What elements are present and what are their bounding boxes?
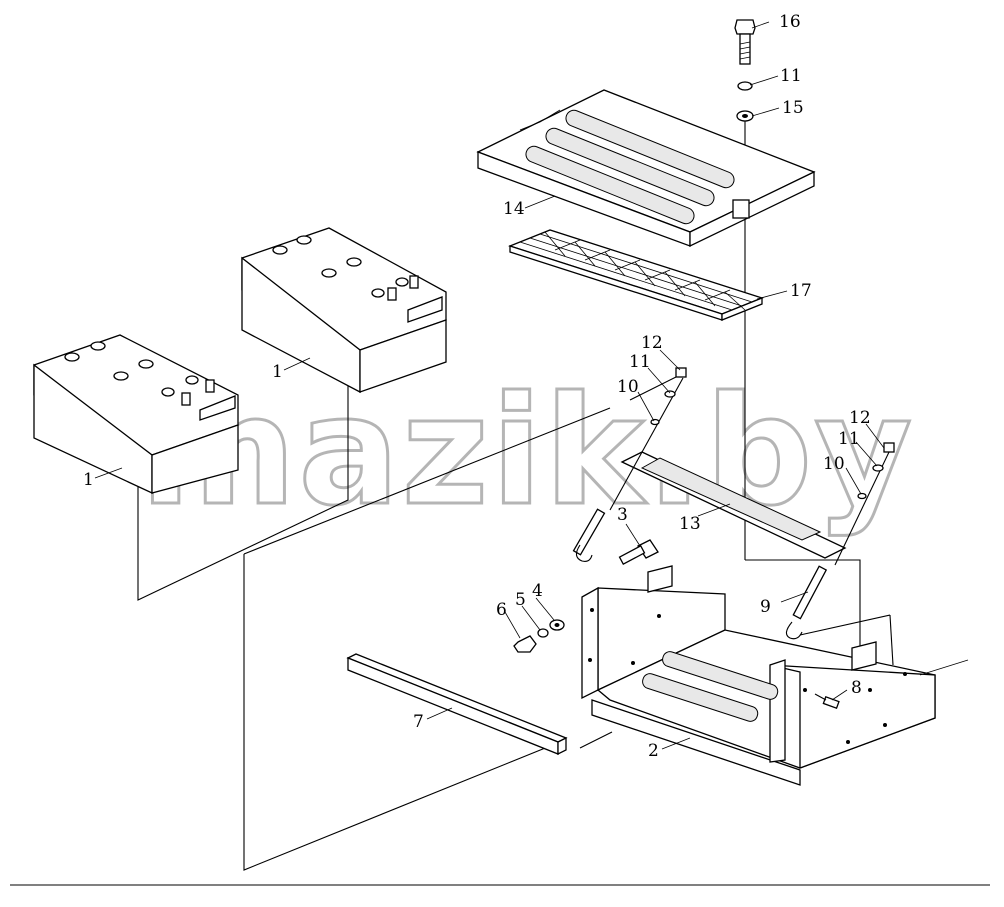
battery-tray	[581, 565, 936, 786]
callout-16: 16	[779, 12, 801, 32]
callout-12-right: 12	[849, 408, 871, 428]
callouts: 16 11 15 14 17 12 11 10 12 11 10 13 3 4 …	[83, 12, 871, 761]
callout-6: 6	[496, 600, 507, 620]
battery-cover	[476, 89, 816, 248]
bolt-16	[734, 19, 756, 65]
callout-12-left: 12	[641, 333, 663, 353]
callout-11-right: 11	[838, 429, 860, 449]
callout-10-right: 10	[823, 454, 845, 474]
callout-17: 17	[790, 281, 812, 301]
callout-1-left: 1	[83, 470, 94, 490]
washer-11-top	[737, 81, 753, 91]
nut-6	[513, 635, 537, 653]
leader-lines	[94, 21, 969, 750]
callout-4: 4	[532, 581, 543, 601]
washer-11-right	[872, 464, 884, 472]
callout-2: 2	[648, 741, 659, 761]
clamp-bar	[620, 451, 847, 559]
bolt-3	[618, 539, 659, 566]
nut-12-right	[883, 442, 895, 453]
callout-7: 7	[413, 712, 424, 732]
washer-11-left	[664, 390, 676, 398]
washer-5	[537, 628, 549, 638]
washer-10-left	[650, 418, 660, 426]
callout-1-right: 1	[272, 362, 283, 382]
washer-10-right	[857, 492, 867, 500]
callout-15: 15	[782, 98, 804, 118]
callout-11-top: 11	[780, 66, 802, 86]
battery-right	[241, 227, 447, 394]
rubber-mat	[508, 229, 764, 321]
battery-left	[33, 334, 239, 495]
watermark: mazik.by	[140, 365, 914, 539]
nut-12-left	[675, 367, 687, 378]
callout-14: 14	[503, 199, 525, 219]
callout-13: 13	[679, 514, 701, 534]
small-bolt-8	[814, 693, 840, 710]
callout-10-left: 10	[617, 377, 639, 397]
rod-left	[572, 377, 684, 562]
callout-11-left: 11	[629, 352, 651, 372]
crossbar	[346, 653, 568, 756]
callout-8: 8	[851, 678, 862, 698]
callout-5: 5	[515, 590, 526, 610]
callout-9: 9	[760, 597, 771, 617]
callout-3: 3	[617, 505, 628, 525]
